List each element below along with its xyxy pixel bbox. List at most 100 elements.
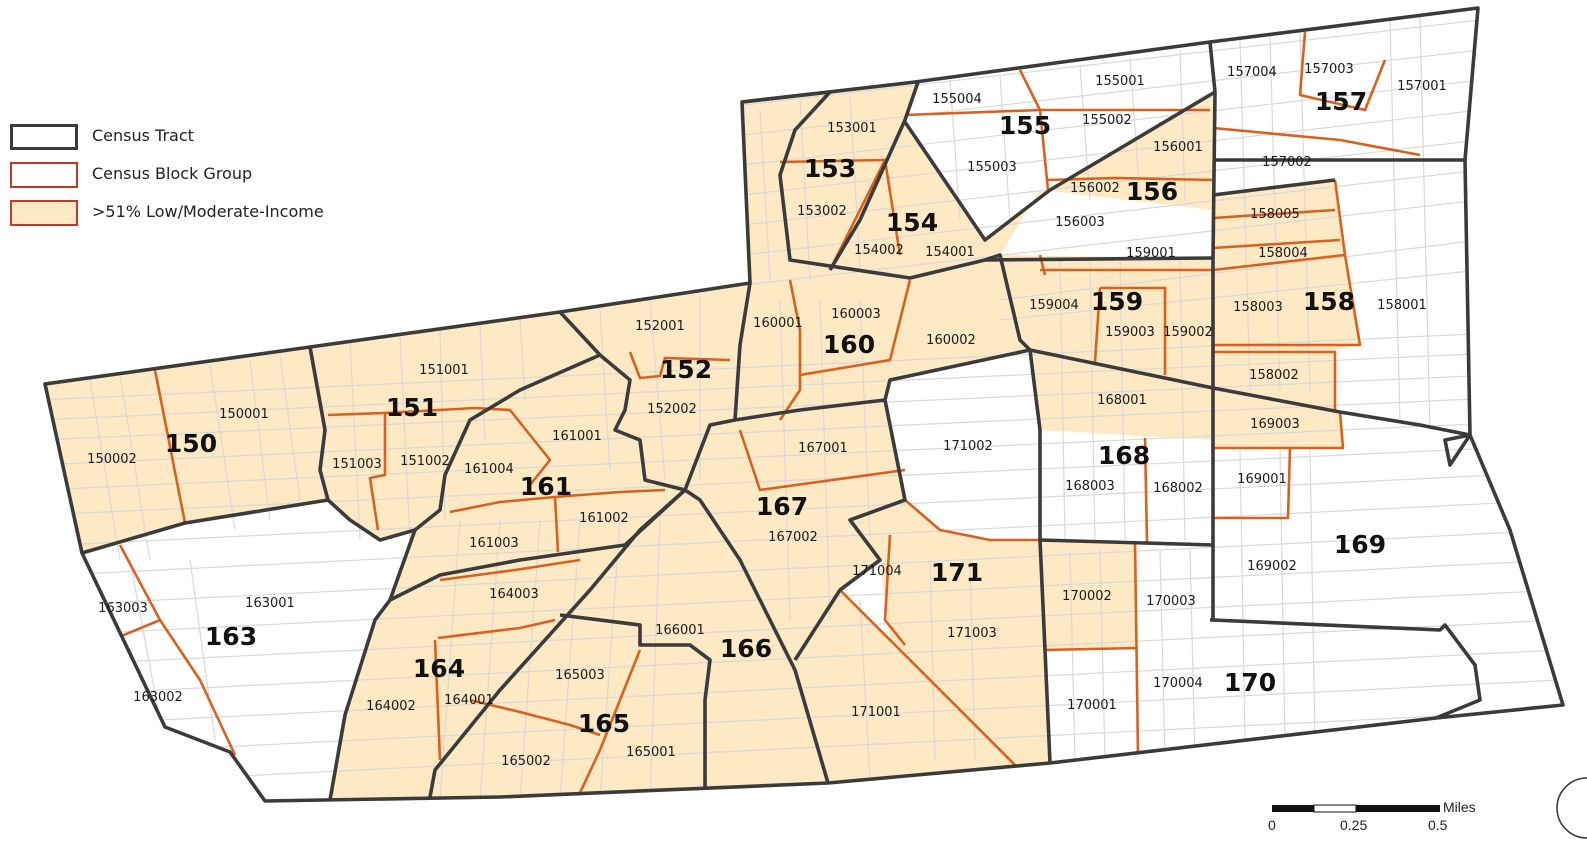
bg-label: 158001 <box>1377 298 1427 313</box>
bg-label: 152002 <box>647 402 697 417</box>
bg-label: 161001 <box>552 429 602 444</box>
bg-label: 171003 <box>947 626 997 641</box>
tract-label: 169 <box>1334 530 1386 559</box>
bg-label: 158005 <box>1250 207 1300 222</box>
lmi-170002 <box>1040 540 1135 650</box>
legend-label: Census Tract <box>92 126 194 145</box>
bg-label: 171004 <box>852 564 902 579</box>
tract-label: 152 <box>660 355 712 384</box>
bg-label: 171002 <box>943 439 993 454</box>
bg-label: 159002 <box>1163 325 1213 340</box>
bg-label: 163003 <box>98 601 148 616</box>
tract-label: 170 <box>1224 668 1276 697</box>
bg-label: 153001 <box>827 121 877 136</box>
bg-label: 156002 <box>1070 181 1120 196</box>
bg-label: 158002 <box>1249 368 1299 383</box>
tract-label: 157 <box>1315 87 1367 116</box>
tract-label: 159 <box>1091 287 1143 316</box>
bg-label: 161002 <box>579 511 629 526</box>
bg-label: 157003 <box>1304 62 1354 77</box>
bg-label: 161004 <box>464 462 514 477</box>
bg-label: 151001 <box>419 363 469 378</box>
bg-label: 168001 <box>1097 393 1147 408</box>
bg-label: 163001 <box>245 596 295 611</box>
tract-label: 154 <box>886 208 938 237</box>
bg-label: 150001 <box>219 407 269 422</box>
tract-label: 167 <box>756 492 808 521</box>
tract-label: 166 <box>720 634 772 663</box>
scale-tick: 0.5 <box>1428 817 1448 833</box>
bg-label: 158003 <box>1233 300 1283 315</box>
scale-bar: Miles 0 0.25 0.5 <box>1268 799 1476 833</box>
tract-label: 171 <box>931 558 983 587</box>
tract-label: 168 <box>1098 441 1150 470</box>
lmi-156-159 <box>985 92 1213 255</box>
bg-label: 163002 <box>133 690 183 705</box>
scale-tick: 0.25 <box>1340 817 1367 833</box>
bg-label: 170003 <box>1146 594 1196 609</box>
bg-label: 153002 <box>797 204 847 219</box>
legend-label: >51% Low/Moderate-Income <box>92 202 324 221</box>
bg-label: 165003 <box>555 668 605 683</box>
bg-label: 171001 <box>851 705 901 720</box>
bg-label: 155001 <box>1095 74 1145 89</box>
tract-label: 156 <box>1126 177 1178 206</box>
tract-label: 163 <box>205 622 257 651</box>
bg-label: 150002 <box>87 452 137 467</box>
bg-label: 164001 <box>444 693 494 708</box>
block-group-labels: 150001 150002 151001 151002 151003 15200… <box>87 62 1447 769</box>
lmi-tract-150 <box>45 347 328 553</box>
bg-label: 168002 <box>1153 481 1203 496</box>
bg-label: 154002 <box>854 243 904 258</box>
tract-label: 158 <box>1303 287 1355 316</box>
bg-label: 154001 <box>925 245 975 260</box>
lmi-tract-151 <box>310 312 600 540</box>
bg-label: 151002 <box>400 454 450 469</box>
bg-label: 160003 <box>831 307 881 322</box>
bg-label: 169003 <box>1250 417 1300 432</box>
bg-label: 156001 <box>1153 140 1203 155</box>
lmi-171 <box>850 500 1050 765</box>
north-arrow-icon <box>1556 777 1587 839</box>
bg-label: 169002 <box>1247 559 1297 574</box>
bg-label: 170004 <box>1153 676 1203 691</box>
bg-label: 159003 <box>1105 325 1155 340</box>
tract-boundaries <box>43 6 1565 803</box>
scale-unit: Miles <box>1443 799 1476 815</box>
bg-label: 165001 <box>626 745 676 760</box>
bg-label: 167002 <box>768 530 818 545</box>
bg-label: 157001 <box>1397 79 1447 94</box>
bg-label: 167001 <box>798 441 848 456</box>
bg-label: 155003 <box>967 160 1017 175</box>
bg-label: 157002 <box>1262 155 1312 170</box>
legend-label: Census Block Group <box>92 164 253 183</box>
bg-label: 170001 <box>1067 698 1117 713</box>
bg-label: 166001 <box>655 623 705 638</box>
tract-label: 155 <box>999 111 1051 140</box>
bg-label: 168003 <box>1065 479 1115 494</box>
bg-label: 158004 <box>1258 246 1308 261</box>
bg-label: 155002 <box>1082 113 1132 128</box>
scale-tick: 0 <box>1268 817 1276 833</box>
bg-label: 152001 <box>635 319 685 334</box>
tract-labels: 150 151 152 153 154 155 156 157 158 159 … <box>165 87 1386 738</box>
bg-label: 151003 <box>332 457 382 472</box>
legend-swatch-lmi <box>10 200 78 226</box>
tract-label: 161 <box>520 472 572 501</box>
tract-label: 160 <box>823 330 875 359</box>
tract-label: 151 <box>386 393 438 422</box>
bg-label: 160001 <box>753 316 803 331</box>
bg-label: 169001 <box>1237 472 1287 487</box>
tract-label: 165 <box>578 709 630 738</box>
tract-label: 150 <box>165 429 217 458</box>
tract-label: 153 <box>804 154 856 183</box>
bg-label: 161003 <box>469 536 519 551</box>
bg-label: 156003 <box>1055 215 1105 230</box>
lmi-168001 <box>1030 350 1343 448</box>
tract-label: 164 <box>413 654 465 683</box>
bg-label: 170002 <box>1062 589 1112 604</box>
bg-label: 155004 <box>932 92 982 107</box>
bg-label: 160002 <box>926 333 976 348</box>
bg-label: 159004 <box>1029 298 1079 313</box>
